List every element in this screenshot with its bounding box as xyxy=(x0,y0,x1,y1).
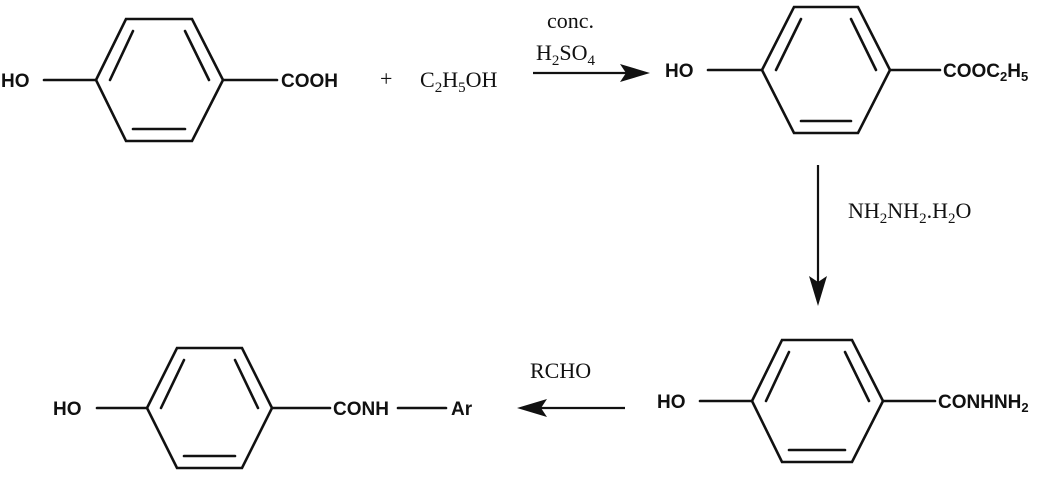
aryl-label: Ar xyxy=(451,399,473,420)
conditions-conc: conc. xyxy=(547,8,594,33)
ethanol-formula: C2H5OH xyxy=(420,67,497,96)
benzene-ring xyxy=(760,5,892,135)
reactant-4-hydroxybenzoic-acid: HO COOH xyxy=(1,17,338,143)
cooh-label: COOH xyxy=(281,71,338,92)
hydrazide-product: HO CONHNH2 xyxy=(657,338,1029,464)
ester-group-label: COOC2H5 xyxy=(943,61,1028,84)
benzene-ring xyxy=(145,346,274,470)
conditions-acid: H2SO4 xyxy=(536,40,596,69)
ester-product: HO COOC2H5 xyxy=(665,5,1028,135)
hydroxy-label: HO xyxy=(657,392,686,413)
conh-label: CONH xyxy=(333,399,389,420)
plus-sign: + xyxy=(380,66,392,91)
arrow-condensation xyxy=(517,399,625,417)
arrow-esterification xyxy=(533,64,650,82)
hydrazide-group-label: CONHNH2 xyxy=(938,392,1029,415)
hydroxy-label: HO xyxy=(53,399,82,420)
hydroxy-label: HO xyxy=(1,71,30,92)
aldehyde-reagent: RCHO xyxy=(530,358,591,383)
hydroxy-label: HO xyxy=(665,61,694,82)
hydrazine-reagent: NH2NH2.H2O xyxy=(848,198,971,227)
benzene-ring xyxy=(94,17,225,143)
benzene-ring xyxy=(750,338,885,464)
final-product: HO CONH Ar xyxy=(53,346,473,470)
arrow-hydrazinolysis xyxy=(809,165,827,306)
